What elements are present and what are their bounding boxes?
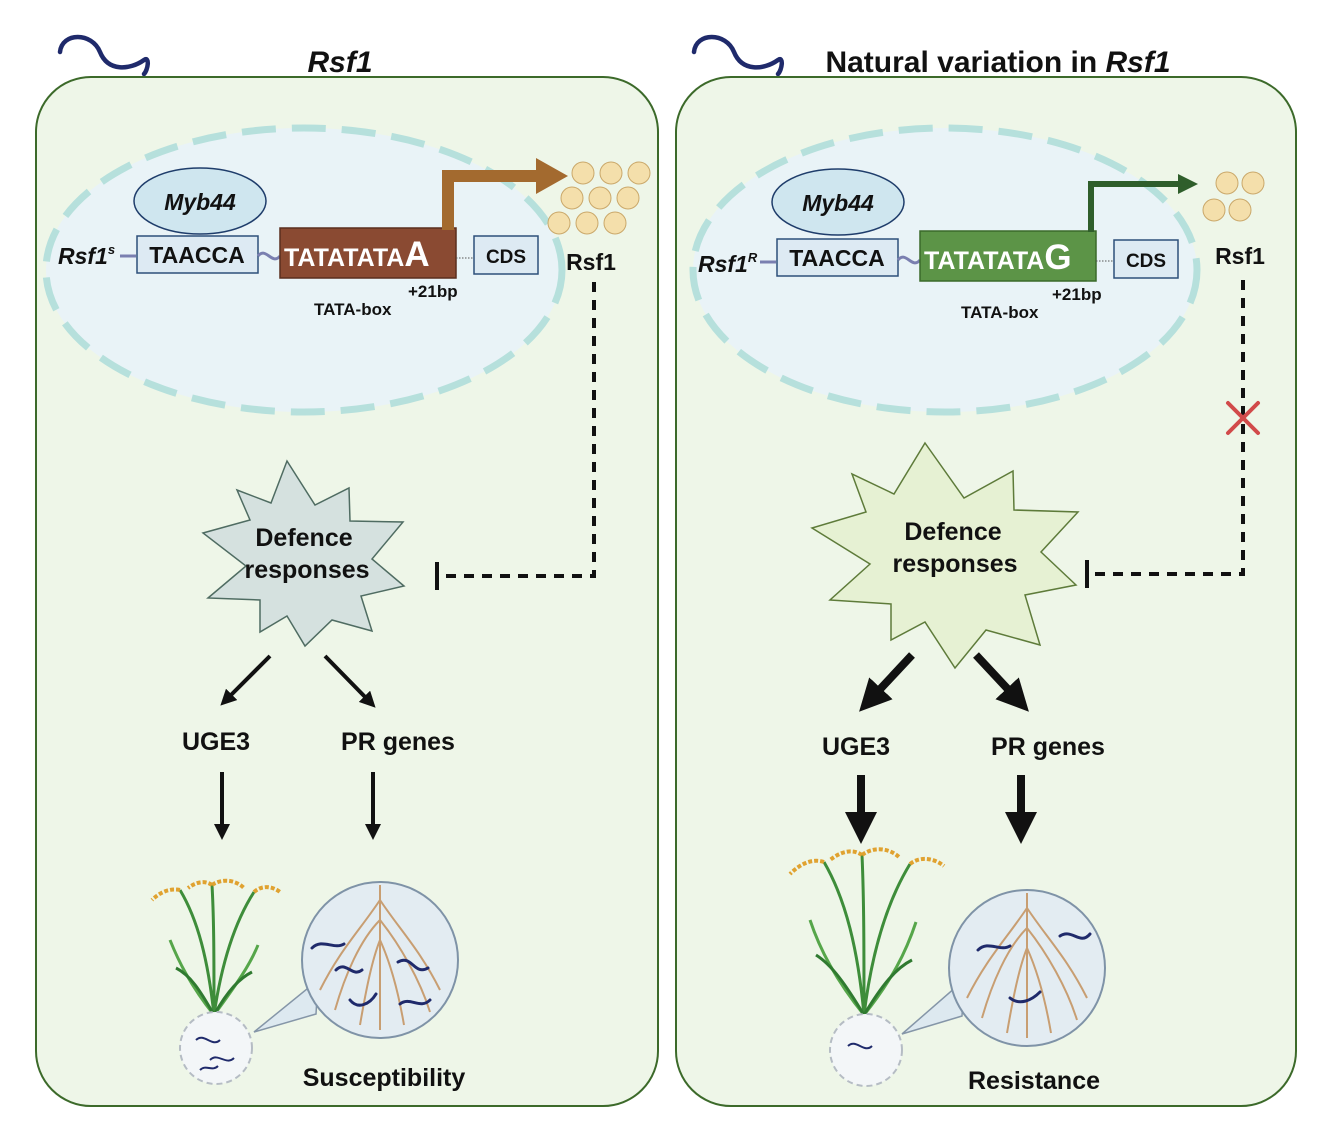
nematode-icon [57, 34, 150, 77]
arrow-to-uge3 [859, 652, 915, 712]
defence-label-line2: responses [244, 556, 369, 584]
inhibition-line [1094, 280, 1245, 576]
myb44-protein [771, 168, 905, 236]
panel-title: Rsf1 [307, 46, 372, 79]
arrow-to-uge3 [220, 654, 272, 706]
nematodes-small [195, 1036, 235, 1071]
taacca-box [136, 235, 259, 274]
root-zone-small [179, 1011, 253, 1085]
cds-label: CDS [486, 247, 526, 268]
nematode-icon [691, 34, 784, 77]
root-zone-small [829, 1013, 903, 1087]
allele-label: Rsf1R [698, 250, 758, 277]
tata-sequence: TATATATAA [284, 235, 430, 274]
outcome-label: Resistance [968, 1067, 1100, 1095]
bp-label: +21bp [408, 282, 458, 301]
pr-genes-label: PR genes [991, 733, 1105, 761]
uge3-label: UGE3 [822, 733, 890, 761]
taacca-label: TAACCA [789, 245, 884, 271]
blocked-cross-icon [1226, 401, 1260, 435]
myb44-label: Myb44 [164, 189, 236, 215]
nematodes-large [310, 942, 432, 1007]
tata-box [279, 227, 457, 279]
panel-right: Natural variation in Rsf1 Myb44 Rsf1R TA… [675, 34, 1297, 1107]
rsf1-protein-label: Rsf1 [1215, 243, 1265, 269]
tata-box [919, 230, 1097, 282]
myb44-protein [133, 167, 267, 235]
uge3-label: UGE3 [182, 728, 250, 756]
tata-box-label: TATA-box [961, 303, 1039, 322]
defence-label-line2: responses [892, 550, 1017, 578]
outcome-label: Susceptibility [303, 1064, 466, 1092]
rsf1-protein-dots [1202, 171, 1265, 222]
roots-large [966, 893, 1088, 1038]
transcription-arrow [442, 158, 568, 230]
taacca-label: TAACCA [149, 242, 244, 268]
defence-starburst [201, 459, 406, 648]
myb44-label: Myb44 [802, 190, 874, 216]
rsf1-protein-label: Rsf1 [566, 249, 616, 275]
panel-left: Rsf1 Myb44 Rsf1s TAACCA TATATATAA CDS +2… [35, 34, 659, 1107]
arrow-to-pr-genes [973, 652, 1029, 712]
pr-genes-label: PR genes [341, 728, 455, 756]
taacca-box [776, 238, 899, 277]
defence-label-line1: Defence [255, 524, 352, 552]
panel-title: Natural variation in Rsf1 [825, 46, 1170, 79]
rice-plant [150, 878, 282, 1016]
transcription-arrow [1088, 174, 1198, 232]
bp-label: +21bp [1052, 285, 1102, 304]
rsf1-protein-dots [547, 161, 651, 235]
allele-label: Rsf1s [58, 242, 115, 269]
rice-plant [788, 847, 946, 1016]
cds-box [1113, 239, 1179, 279]
cds-label: CDS [1126, 251, 1166, 272]
defence-label-line1: Defence [904, 518, 1001, 546]
roots-large [319, 885, 441, 1030]
cds-box [473, 235, 539, 275]
tata-sequence: TATATATAG [924, 238, 1072, 277]
arrow-to-pr-genes [323, 654, 376, 708]
tata-box-label: TATA-box [314, 300, 392, 319]
nematodes-large [976, 932, 1092, 1004]
inhibition-line [444, 282, 596, 578]
nematodes-small [847, 1042, 873, 1050]
defence-starburst [810, 441, 1080, 670]
